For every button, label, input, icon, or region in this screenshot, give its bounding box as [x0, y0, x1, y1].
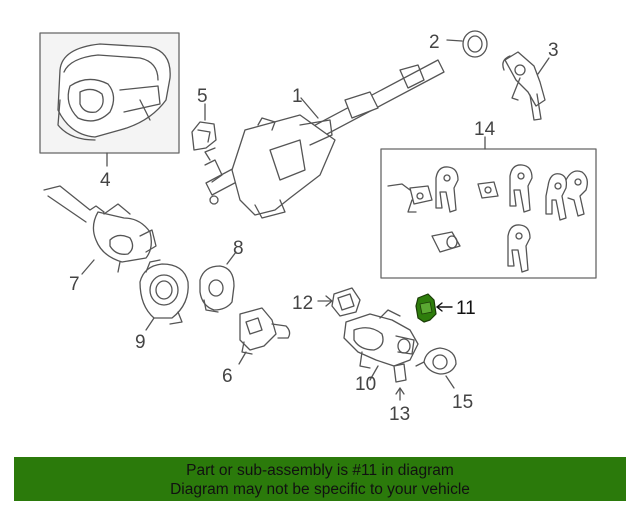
part-6-switch[interactable] — [238, 307, 291, 365]
part-1-steering-column[interactable] — [204, 59, 445, 219]
part-11-highlighted-part[interactable] — [415, 293, 453, 323]
callout-8: 8 — [233, 238, 244, 259]
part-5-bracket[interactable] — [191, 103, 217, 151]
callout-7: 7 — [69, 274, 80, 295]
part-10-lock-housing[interactable] — [343, 309, 419, 381]
callout-6: 6 — [222, 366, 233, 387]
callout-2: 2 — [429, 32, 440, 53]
callout-3: 3 — [548, 40, 559, 61]
callout-10: 10 — [355, 374, 376, 395]
part-12-connector[interactable] — [317, 287, 361, 317]
part-7-combination-switch[interactable] — [43, 185, 157, 275]
part-3-ignition-cylinder[interactable] — [502, 51, 550, 121]
callout-14: 14 — [474, 119, 496, 140]
callout-15: 15 — [452, 392, 473, 413]
callout-13: 13 — [389, 404, 410, 425]
part-8-sensor[interactable] — [199, 251, 237, 313]
callout-11: 11 — [456, 298, 476, 319]
callout-4: 4 — [100, 170, 111, 191]
notice-line-2: Diagram may not be specific to your vehi… — [170, 481, 470, 498]
notice-line-1: Part or sub-assembly is #11 in diagram — [186, 462, 454, 479]
part-13-clip[interactable] — [393, 363, 407, 401]
part-14-key-set[interactable] — [380, 136, 597, 279]
callout-12: 12 — [292, 293, 313, 314]
callout-9: 9 — [135, 332, 146, 353]
part-2-ring[interactable] — [446, 30, 488, 58]
callout-5: 5 — [197, 86, 208, 107]
part-15-cap[interactable] — [415, 347, 457, 389]
part-4-column-cover[interactable] — [39, 32, 180, 167]
part-9-clock-spring[interactable] — [139, 259, 189, 331]
callout-1: 1 — [292, 86, 303, 107]
diagram-notice-banner: Part or sub-assembly is #11 in diagram D… — [14, 457, 626, 501]
